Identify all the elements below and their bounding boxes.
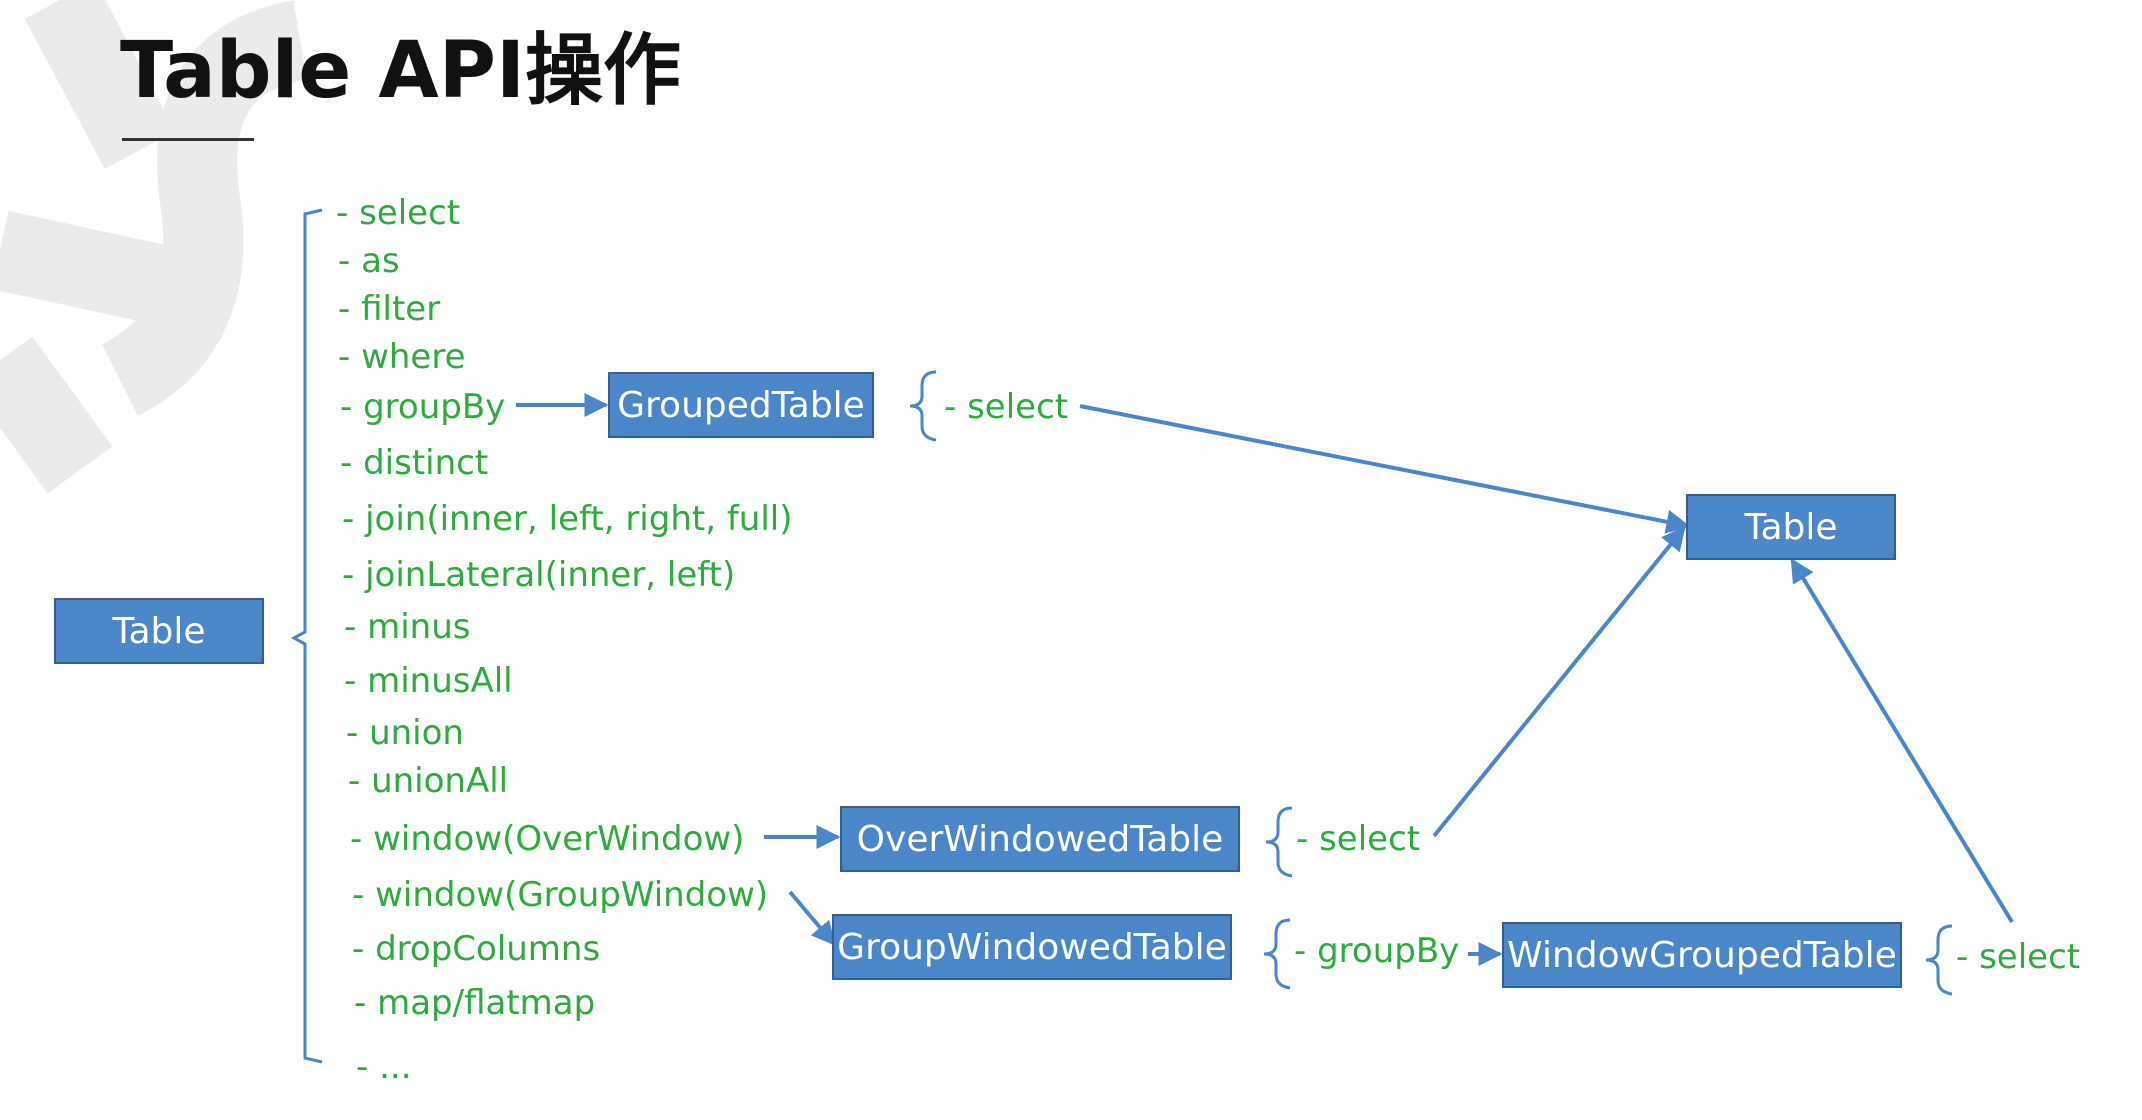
op-filter: - filter: [338, 289, 441, 329]
node-over-windowed-table: OverWindowedTable: [840, 806, 1240, 872]
watermark-stroke-3: [0, 210, 239, 340]
node-window-grouped-table-label: WindowGroupedTable: [1507, 934, 1897, 976]
over-windowed-bracket: [1265, 806, 1293, 878]
edge-overwindowedtable-select-to-table: [1432, 526, 1686, 838]
watermark-stroke-1: [24, 0, 176, 169]
node-grouped-table: GroupedTable: [608, 372, 874, 438]
node-grouped-table-label: GroupedTable: [617, 384, 865, 426]
op-window-group: - window(GroupWindow): [352, 875, 769, 915]
op-where: - where: [338, 337, 466, 377]
op-join-lateral: - joinLateral(inner, left): [342, 555, 736, 595]
op-ellipsis: - ...: [356, 1047, 412, 1087]
op-select: - select: [336, 193, 461, 233]
node-group-windowed-table-label: GroupWindowedTable: [837, 926, 1227, 968]
edge-groupwindow-to-groupwindowedtable: [788, 890, 836, 946]
op-minus: - minus: [344, 607, 471, 647]
op-groupby: - groupBy: [340, 387, 506, 427]
op-window-over: - window(OverWindow): [350, 819, 745, 859]
edge-groupedtable-select-to-table: [1079, 404, 1691, 534]
group-windowed-groupby: - groupBy: [1294, 931, 1460, 971]
grouped-table-bracket: [909, 370, 937, 442]
edge-windowgroupedtable-select-to-table: [1790, 557, 2014, 924]
op-map-flatmap: - map/flatmap: [354, 983, 596, 1023]
window-grouped-bracket: [1925, 924, 1953, 996]
op-distinct: - distinct: [340, 443, 489, 483]
node-group-windowed-table: GroupWindowedTable: [832, 914, 1232, 980]
watermark-logo: [0, 0, 308, 494]
op-as: - as: [338, 241, 400, 281]
group-windowed-bracket: [1263, 918, 1291, 990]
op-minus-all: - minusAll: [344, 661, 513, 701]
window-grouped-select: - select: [1956, 937, 2081, 977]
grouped-table-select: - select: [944, 387, 1069, 427]
watermark-stroke-4: [0, 336, 113, 494]
node-window-grouped-table: WindowGroupedTable: [1502, 922, 1902, 988]
title-underline: [122, 138, 254, 141]
node-table-result-label: Table: [1744, 506, 1838, 548]
op-union-all: - unionAll: [348, 761, 509, 801]
node-table-source: Table: [54, 598, 264, 664]
node-over-windowed-table-label: OverWindowedTable: [856, 818, 1224, 860]
watermark-stroke-2: [101, 0, 308, 416]
node-table-source-label: Table: [112, 610, 206, 652]
node-table-result: Table: [1686, 494, 1896, 560]
op-union: - union: [346, 713, 464, 753]
page-title: Table API操作: [120, 26, 681, 116]
over-windowed-select: - select: [1296, 819, 1421, 859]
table-ops-bracket: [290, 208, 323, 1064]
op-drop-columns: - dropColumns: [352, 929, 601, 969]
op-join: - join(inner, left, right, full): [342, 499, 793, 539]
